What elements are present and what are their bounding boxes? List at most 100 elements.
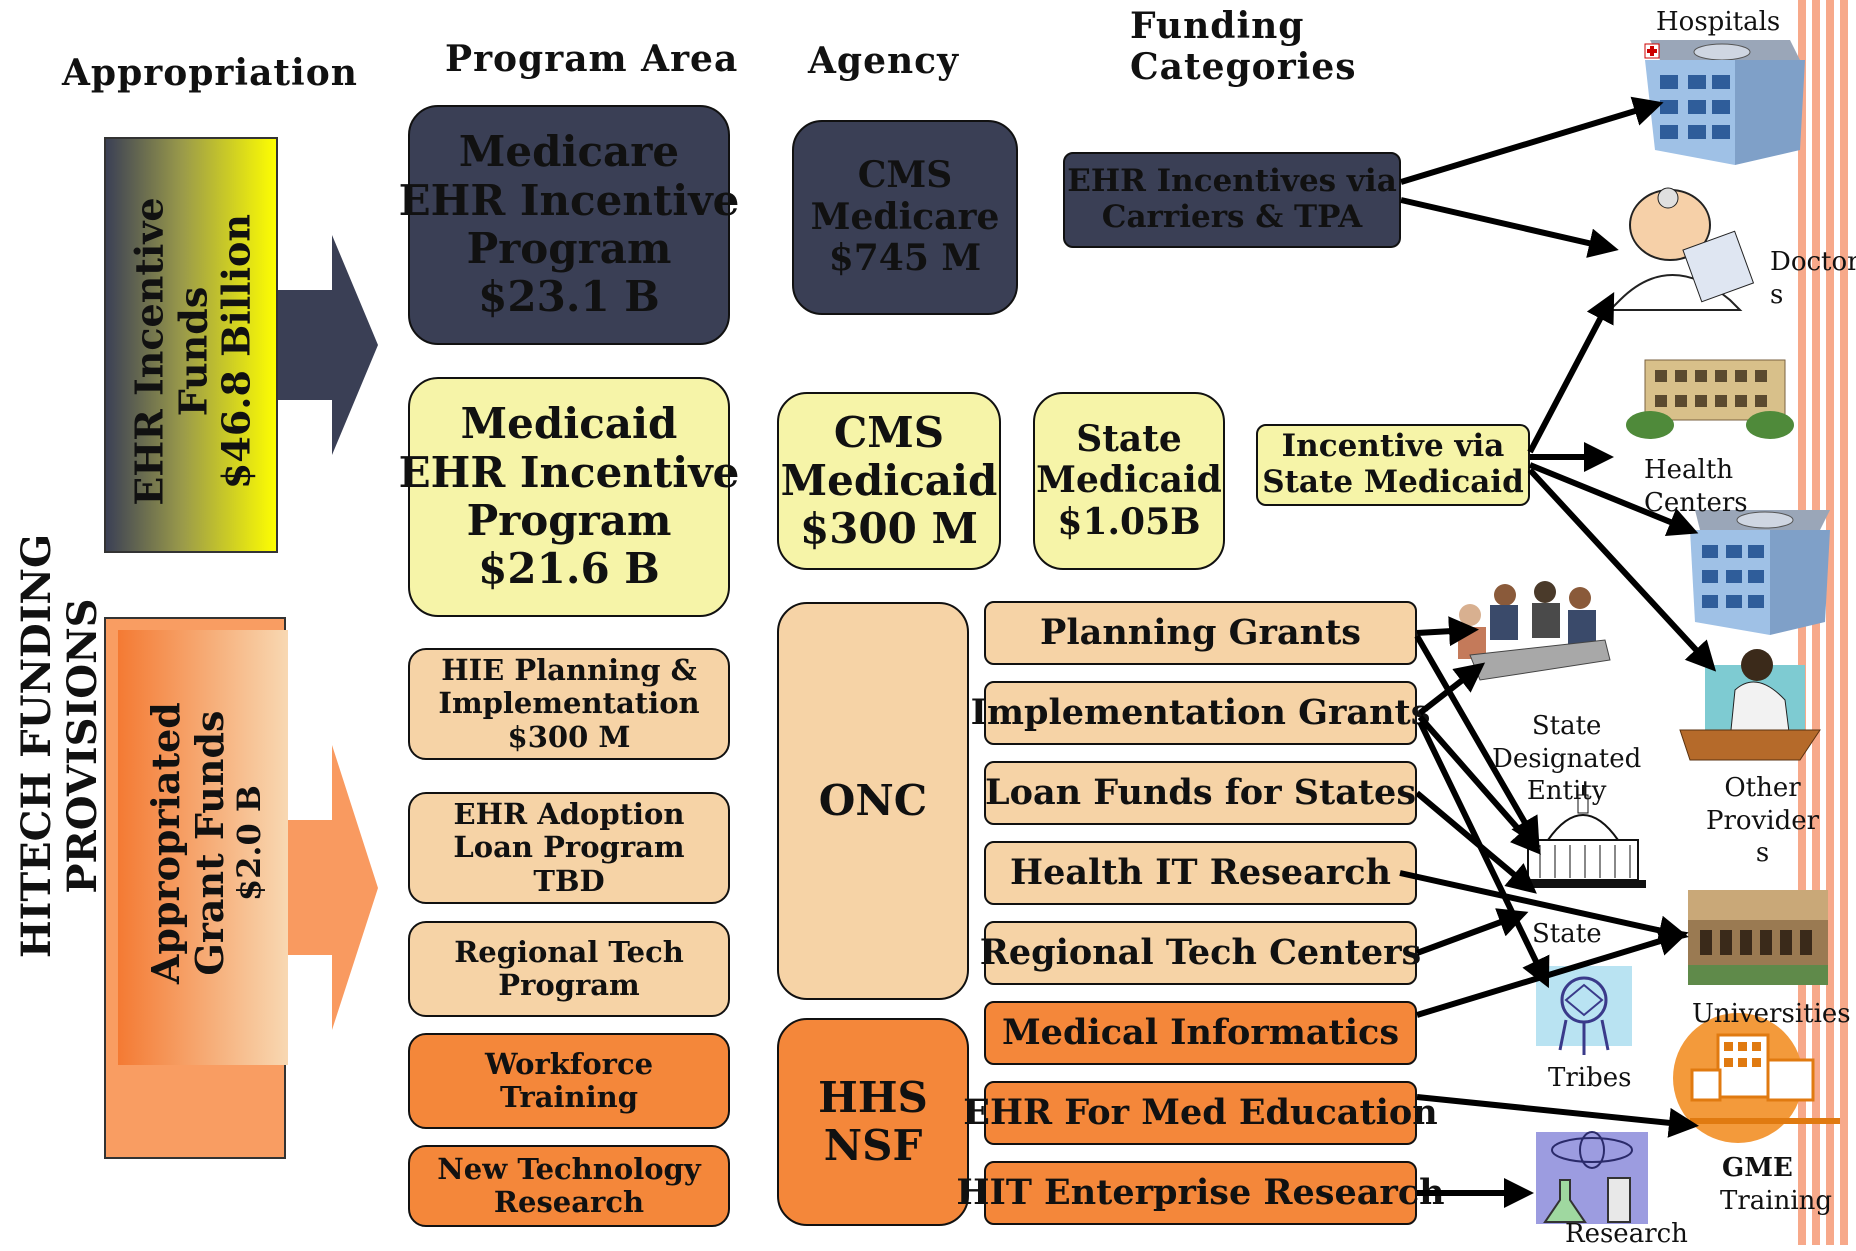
hospital-2-icon	[1690, 510, 1830, 635]
program-hie: HIE Planning & Implementation $300 M	[408, 648, 730, 760]
program-newtech: New Technology Research	[408, 1145, 730, 1227]
hie-line3: $300 M	[507, 719, 631, 754]
arrow-implementation-to-state	[1417, 715, 1541, 855]
medicaid-line3: Program	[466, 496, 672, 545]
incentive-medicaid-line1: Incentive via	[1281, 428, 1505, 465]
label-other-providers: Other Provider s	[1706, 772, 1819, 870]
planning-label: Planning Grants	[1040, 611, 1361, 653]
enterprise-label: HIT Enterprise Research	[956, 1171, 1445, 1213]
research-lab-icon	[1536, 1131, 1648, 1224]
fcat-med-education: EHR For Med Education	[963, 1081, 1438, 1145]
gme-line1: GME	[1722, 1153, 1793, 1183]
workforce-line2: Training	[499, 1080, 639, 1114]
program-workforce: Workforce Training	[408, 1033, 730, 1129]
fcat-med-informatics: Medical Informatics	[984, 1001, 1417, 1065]
fcat-hit-research: Health IT Research	[984, 841, 1417, 905]
regional-centers-label: Regional Tech Centers	[979, 931, 1422, 973]
cms-medicaid-line2: Medicaid	[780, 455, 998, 505]
state-medicaid-line3: $1.05B	[1057, 500, 1201, 543]
cms-medicaid-line1: CMS	[833, 407, 945, 457]
health-centers-line1: Health	[1644, 455, 1734, 485]
hospital-icon	[1644, 40, 1805, 165]
loan-line1: EHR Adoption	[453, 796, 685, 831]
medicaid-line2: EHR Incentive	[398, 447, 740, 497]
header-funding-line1: Funding	[1130, 5, 1305, 47]
agency-state-medicaid: State Medicaid $1.05B	[1033, 392, 1225, 570]
other-providers-line2: Provider	[1706, 805, 1820, 836]
label-health-centers: Health Centers	[1644, 454, 1748, 519]
arrow-planning-to-state	[1414, 634, 1540, 848]
agency-cms-medicaid: CMS Medicaid $300 M	[777, 392, 1001, 570]
arrow-carriers-to-doctors	[1400, 197, 1619, 258]
agency-onc: ONC	[777, 602, 969, 1000]
newtech-line1: New Technology	[437, 1151, 701, 1186]
cms-medicare-line3: $745 M	[828, 237, 982, 280]
arrow-implementation-to-sde	[1418, 662, 1486, 716]
ehr-carriers-line1: EHR Incentives via	[1067, 163, 1397, 200]
sde-line3: Entity	[1526, 776, 1607, 806]
gme-line2: Training	[1720, 1185, 1833, 1216]
medicare-line2: EHR Incentive	[398, 175, 740, 225]
sde-line1: State	[1531, 711, 1602, 741]
ehr-funds-arrow	[270, 235, 378, 455]
medicare-line4: $23.1 B	[478, 272, 660, 322]
implementation-label: Implementation Grants	[970, 691, 1431, 733]
label-gme: GME Training	[1720, 1152, 1832, 1217]
medicare-line1: Medicare	[458, 127, 680, 177]
loan-line2: Loan Program	[453, 830, 685, 865]
arrow-education-to-gme	[1416, 1094, 1699, 1138]
university-icon	[1688, 890, 1828, 985]
med-informatics-label: Medical Informatics	[1001, 1011, 1400, 1053]
other-providers-line3: s	[1755, 838, 1770, 868]
program-medicare: Medicare EHR Incentive Program $23.1 B	[399, 105, 739, 345]
label-doctors: Doctor s	[1770, 246, 1856, 311]
state-medicaid-line1: State	[1076, 417, 1182, 460]
regional-line1: Regional Tech	[454, 934, 684, 969]
arrow-informatics-to-universities	[1416, 926, 1689, 1018]
label-tribes: Tribes	[1548, 1063, 1632, 1093]
health-centers-line2: Centers	[1644, 487, 1748, 518]
arrow-medicaid-to-doctors	[1527, 292, 1615, 454]
arrow-regional-to-state	[1415, 908, 1529, 956]
cms-medicare-line1: CMS	[857, 154, 953, 197]
medicare-line3: Program	[466, 224, 672, 273]
arrow-hit-research-to-universities	[1399, 870, 1689, 946]
fcat-state-medicaid: Incentive via State Medicaid	[1256, 424, 1530, 506]
hhs-nsf-line1: HHS	[818, 1072, 928, 1122]
ehr-appropriation-box	[104, 137, 278, 553]
fcat-enterprise: HIT Enterprise Research	[956, 1161, 1445, 1225]
loan-funds-label: Loan Funds for States	[984, 771, 1417, 813]
workforce-line1: Workforce	[484, 1046, 654, 1081]
fcat-ehr-carriers: EHR Incentives via Carriers & TPA	[1063, 152, 1401, 248]
program-loan: EHR Adoption Loan Program TBD	[408, 792, 730, 904]
fcat-implementation: Implementation Grants	[971, 681, 1430, 745]
agency-hhs-nsf: HHS NSF	[777, 1018, 969, 1226]
health-center-icon	[1626, 359, 1794, 439]
hie-line2: Implementation	[438, 686, 700, 721]
program-medicaid: Medicaid EHR Incentive Program $21.6 B	[399, 377, 739, 617]
doctor-icon	[1607, 187, 1755, 311]
onc-label: ONC	[818, 775, 928, 825]
med-education-label: EHR For Med Education	[963, 1091, 1438, 1133]
regional-line2: Program	[498, 968, 640, 1002]
incentive-medicaid-line2: State Medicaid	[1262, 464, 1524, 500]
label-universities: Universities	[1692, 999, 1851, 1029]
label-sde: State Designated Entity	[1492, 710, 1641, 808]
header-agency: Agency	[808, 40, 960, 82]
arrow-medicaid-to-hospital2	[1528, 462, 1699, 536]
label-hospitals: Hospitals	[1656, 7, 1781, 37]
grant-funds-arrow	[280, 745, 378, 1030]
arrow-planning-to-sde	[1416, 616, 1479, 647]
program-regional: Regional Tech Program	[408, 921, 730, 1017]
header-funding-line2: Categories	[1130, 46, 1357, 89]
doctors-line1: Doctor	[1770, 247, 1856, 277]
newtech-line2: Research	[493, 1185, 645, 1219]
agency-cms-medicare: CMS Medicare $745 M	[792, 120, 1018, 315]
tribes-dreamcatcher-icon	[1536, 966, 1632, 1055]
arrow-medicaid-to-other-providers	[1527, 467, 1717, 672]
label-state: State	[1532, 919, 1602, 949]
fcat-planning: Planning Grants	[984, 601, 1417, 665]
header-program-area: Program Area	[445, 38, 739, 80]
